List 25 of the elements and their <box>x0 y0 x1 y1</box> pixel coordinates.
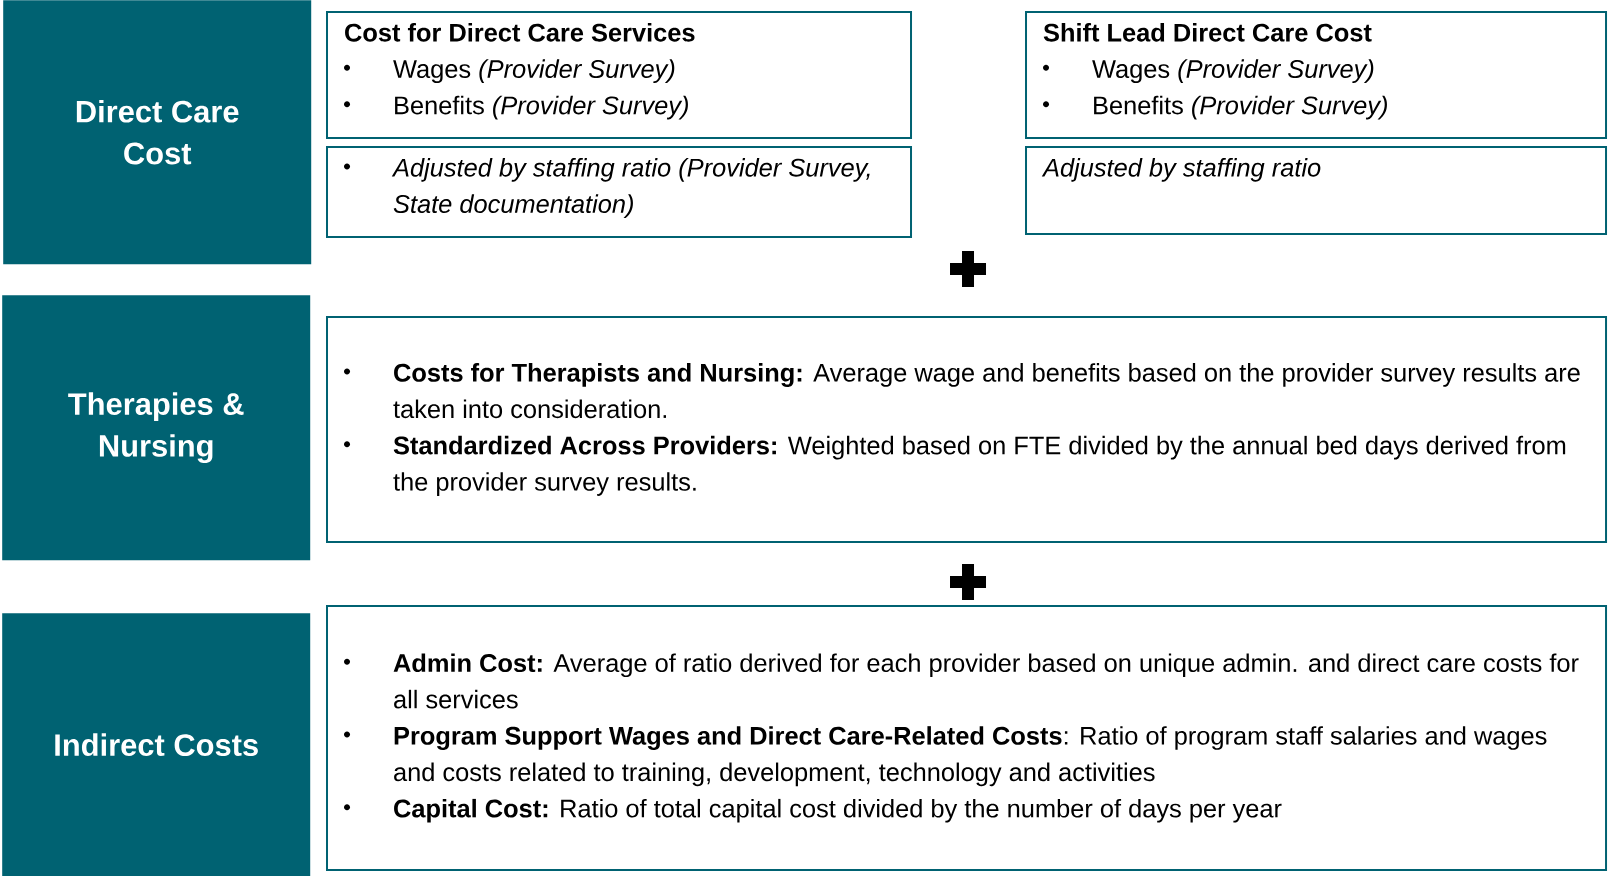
text-box <box>326 11 912 139</box>
text-box <box>326 605 1608 871</box>
bullet-item: Wages (Provider Survey) <box>1092 59 1374 84</box>
box-heading: Shift Lead Direct Care Cost <box>1043 23 1372 42</box>
bullet-item: Admin Cost: Average of ratio derived for each provider based on unique admin. and direct care costs for all services <box>393 653 1579 709</box>
bullet-item: Costs for Therapists and Nursing: Average wage and benefits based on the provider survey results are taken into consideration. <box>393 363 1580 419</box>
bullet-item: Standardized Across Providers: Weighted based on FTE divided by the annual bed days derived from the provider survey results. <box>393 435 1566 496</box>
side-heading: Therapies & Nursing <box>68 392 244 464</box>
category-box <box>2 613 311 876</box>
category-box <box>2 295 311 561</box>
box-heading: Cost for Direct Care Services <box>345 23 695 42</box>
side-heading: Indirect Costs <box>55 733 258 757</box>
note-text: Adjusted by staffing ratio <box>1041 158 1321 182</box>
text-box <box>326 146 912 238</box>
side-heading: Direct Care Cost <box>76 99 239 165</box>
bullet-item: Benefits (Provider Survey) <box>1094 95 1387 120</box>
text-box <box>326 316 1608 543</box>
text-box <box>1025 146 1608 235</box>
bullet-item: Wages (Provider Survey) <box>393 59 675 84</box>
bullet-item: Benefits (Provider Survey) <box>395 95 688 120</box>
category-box <box>3 0 312 265</box>
bullet-item: Capital Cost: Ratio of total capital cost divided by the number of days per year <box>394 798 1282 823</box>
bullet-item: Program Support Wages and Direct Care-Related Costs: Ratio of program staff salaries and wages and costs related to training, development, technology and activities <box>394 726 1547 787</box>
bullet-item: Adjusted by staffing ratio (Provider Survey, State documentation) <box>391 158 870 219</box>
text-box <box>1025 11 1608 139</box>
